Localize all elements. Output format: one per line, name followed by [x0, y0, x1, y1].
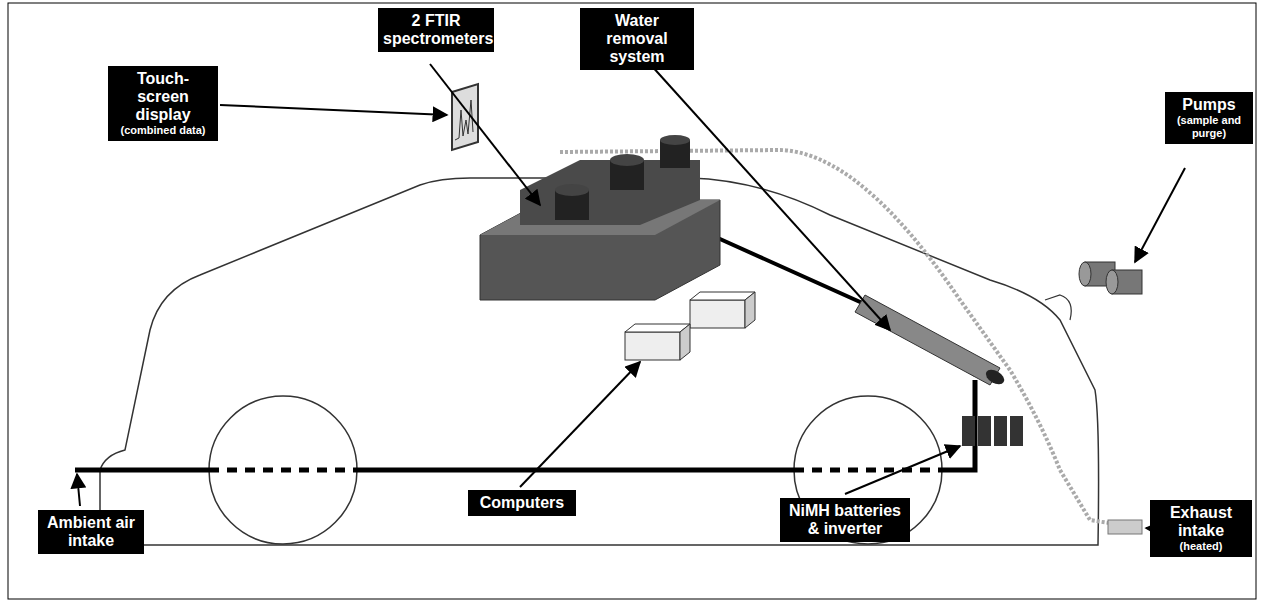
ambient-tube-hidden: [209, 468, 942, 473]
label-heading: Water removal system: [585, 12, 689, 66]
pumps: [1079, 262, 1142, 294]
label-box: Ambient air intake: [38, 510, 144, 554]
label-heading: Touch-screen display: [113, 70, 213, 124]
label-box: Exhaust intake(heated): [1150, 500, 1252, 557]
batteries: [962, 416, 1023, 446]
label-heading: 2 FTIR spectrometers: [383, 12, 489, 48]
label-heading: NiMH batteries & inverter: [785, 502, 905, 538]
label-heading: Ambient air intake: [43, 514, 139, 550]
ambient-tube: [75, 380, 975, 470]
label-heading: Computers: [473, 494, 571, 512]
label-heading: Exhaust intake: [1155, 504, 1247, 540]
leader-arrows: [77, 64, 1185, 530]
label-box: Touch-screen display(combined data): [108, 66, 218, 141]
touch-screen: [452, 84, 478, 150]
label-note: (heated): [1155, 540, 1247, 553]
rear-light: [1045, 295, 1071, 320]
label-box: Water removal system: [580, 8, 694, 70]
label-box: Pumps(sample and purge): [1165, 92, 1253, 144]
exhaust-probe: [1108, 520, 1142, 534]
label-note: (combined data): [113, 124, 213, 137]
computers: [625, 292, 755, 360]
car-outline: [100, 178, 1099, 545]
spectrometer-upper: [520, 160, 700, 225]
label-box: 2 FTIR spectrometers: [378, 8, 494, 52]
frame: [8, 3, 1256, 599]
label-box: Computers: [468, 490, 576, 516]
water-removal-tube: [855, 295, 1007, 387]
label-note: (sample and purge): [1170, 114, 1248, 140]
label-box: NiMH batteries & inverter: [780, 498, 910, 542]
spectrometer-cylinders: [555, 135, 690, 220]
label-heading: Pumps: [1170, 96, 1248, 114]
